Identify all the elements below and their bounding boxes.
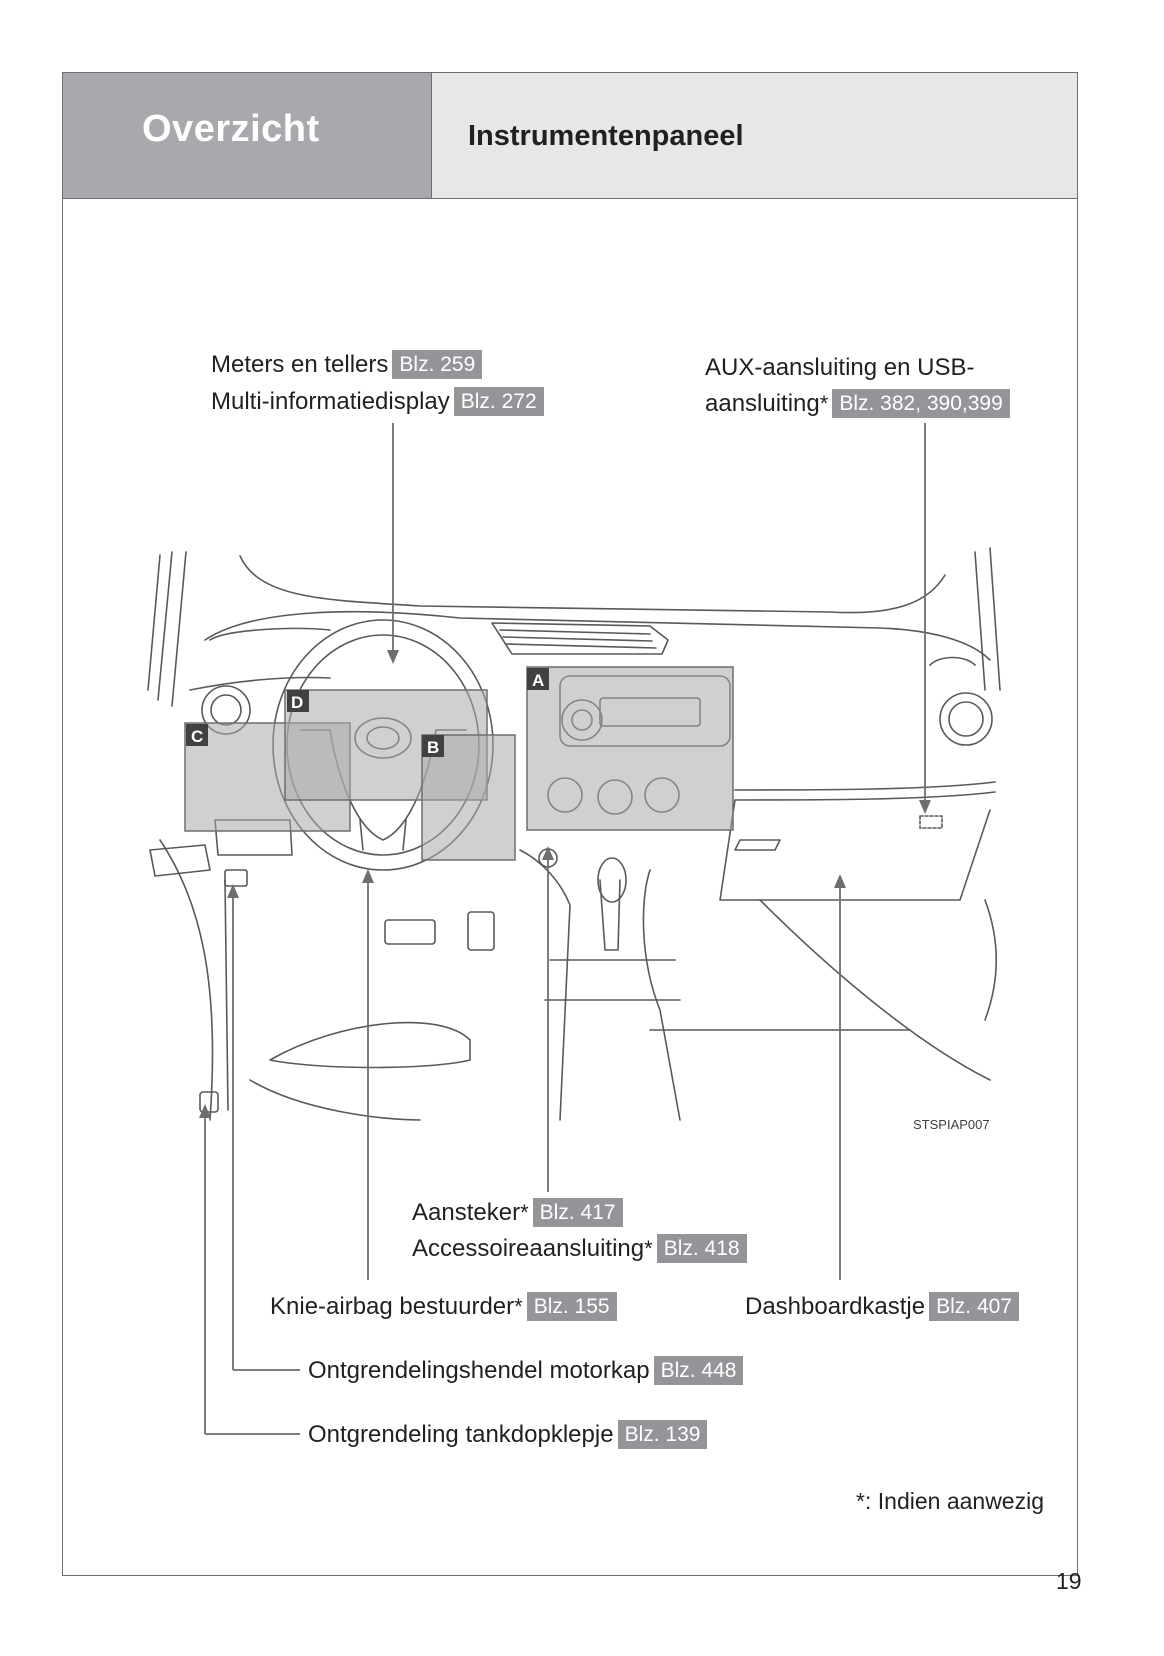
label-aux-line2: aansluiting*Blz. 382, 390,399 bbox=[705, 389, 1010, 419]
label-text: Ontgrendeling tankdopklepje bbox=[308, 1421, 614, 1448]
label-knie-airbag: Knie-airbag bestuurder*Blz. 155 bbox=[270, 1292, 617, 1322]
page-ref[interactable]: Blz. 155 bbox=[526, 1292, 617, 1321]
figure-code: STSPIAP007 bbox=[913, 1117, 990, 1132]
page-header-box bbox=[431, 72, 1078, 199]
label-text: Multi-informatiedisplay bbox=[211, 388, 450, 415]
label-text: Knie-airbag bestuurder bbox=[270, 1293, 515, 1320]
page-ref[interactable]: Blz. 139 bbox=[617, 1420, 708, 1449]
optional-mark: * bbox=[520, 1200, 529, 1225]
optional-mark: * bbox=[514, 1294, 523, 1319]
label-text: AUX-aansluiting en USB- bbox=[705, 354, 975, 381]
section-header-box bbox=[62, 72, 432, 199]
page-ref[interactable]: Blz. 382, 390,399 bbox=[832, 389, 1010, 418]
page-ref[interactable]: Blz. 259 bbox=[392, 350, 483, 379]
label-text: Accessoireaansluiting bbox=[412, 1235, 645, 1262]
page-ref[interactable]: Blz. 417 bbox=[532, 1198, 623, 1227]
badge-a: A bbox=[532, 671, 544, 690]
section-title: Overzicht bbox=[142, 108, 320, 150]
label-text: Ontgrendelingshendel motorkap bbox=[308, 1357, 650, 1384]
label-text: Meters en tellers bbox=[211, 351, 389, 378]
optional-mark: * bbox=[644, 1236, 653, 1261]
label-text: Dashboardkastje bbox=[745, 1293, 926, 1320]
badge-b: B bbox=[427, 738, 439, 757]
page-heading: Instrumentenpaneel bbox=[468, 120, 744, 152]
label-aux-line1: AUX-aansluiting en USB- bbox=[705, 353, 974, 383]
footnote: *: Indien aanwezig bbox=[856, 1488, 1044, 1515]
label-text: Aansteker bbox=[412, 1199, 521, 1226]
page-ref[interactable]: Blz. 418 bbox=[656, 1234, 747, 1263]
label-text: aansluiting bbox=[705, 390, 820, 417]
page-number: 19 bbox=[1056, 1568, 1082, 1594]
optional-mark: * bbox=[819, 391, 829, 416]
page-ref[interactable]: Blz. 272 bbox=[453, 387, 544, 416]
label-aansteker: Aansteker*Blz. 417 bbox=[412, 1198, 623, 1228]
label-accessoire: Accessoireaansluiting*Blz. 418 bbox=[412, 1234, 747, 1264]
badge-d: D bbox=[291, 693, 303, 712]
footnote-text: : Indien aanwezig bbox=[864, 1488, 1044, 1514]
page-ref[interactable]: Blz. 407 bbox=[929, 1292, 1019, 1321]
page-ref[interactable]: Blz. 448 bbox=[653, 1356, 744, 1385]
badge-c: C bbox=[191, 727, 203, 746]
optional-mark: * bbox=[856, 1488, 865, 1514]
diagram-badges: A B C D bbox=[186, 668, 549, 757]
